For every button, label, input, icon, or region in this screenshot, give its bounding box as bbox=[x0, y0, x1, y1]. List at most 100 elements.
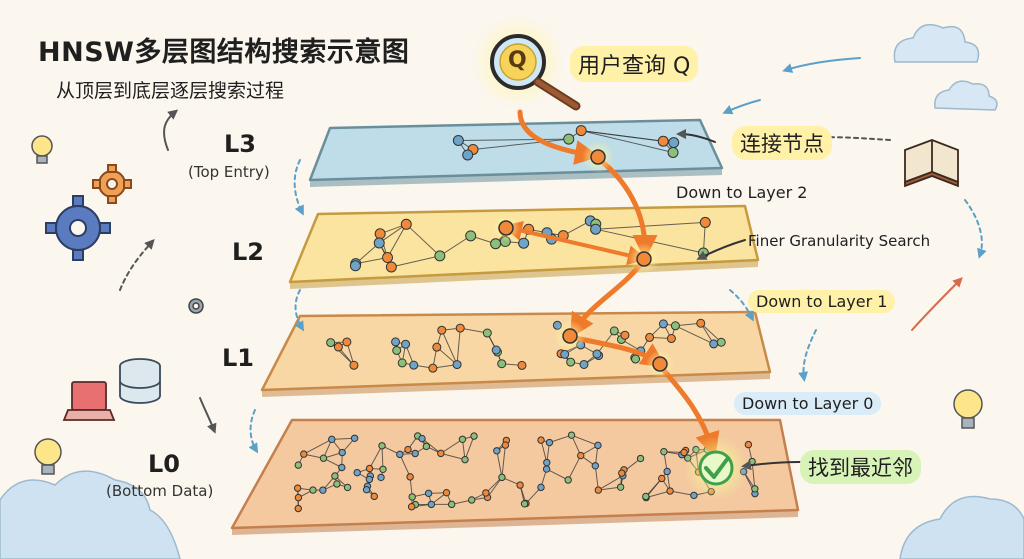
path-nodes bbox=[492, 141, 674, 378]
graph-edge bbox=[381, 445, 384, 470]
graph-node bbox=[666, 487, 674, 495]
graph-node bbox=[657, 135, 669, 147]
graph-node bbox=[542, 465, 551, 473]
down-layer1-label: Down to Layer 1 bbox=[748, 290, 896, 313]
graph-node bbox=[319, 454, 328, 462]
graph-node bbox=[744, 440, 753, 449]
graph-node bbox=[382, 252, 394, 264]
graph-edge bbox=[387, 223, 407, 259]
graph-node bbox=[467, 496, 476, 504]
graph-edge bbox=[597, 486, 622, 491]
laptop-icon bbox=[62, 381, 116, 421]
down-layer0-label: Down to Layer 0 bbox=[734, 392, 882, 415]
database-icon bbox=[119, 358, 161, 404]
graph-node bbox=[616, 483, 625, 491]
graph-node bbox=[690, 491, 698, 500]
graph-node bbox=[370, 492, 378, 501]
graph-edge bbox=[751, 461, 756, 490]
graph-node bbox=[428, 363, 438, 373]
graph-edge bbox=[331, 437, 356, 440]
graph-edge bbox=[464, 435, 475, 461]
graph-node bbox=[545, 438, 554, 447]
graph-node bbox=[333, 342, 343, 352]
graph-node bbox=[326, 338, 336, 348]
finer-search-label: Finer Granularity Search bbox=[748, 232, 931, 250]
graph-node bbox=[642, 492, 650, 501]
graph-node bbox=[465, 230, 477, 242]
graph-node bbox=[645, 332, 655, 342]
graph-edge bbox=[405, 223, 441, 257]
graph-edge bbox=[669, 490, 695, 496]
graph-node bbox=[577, 451, 585, 460]
layer-label-l0: L0 bbox=[148, 450, 180, 478]
graph-node bbox=[716, 337, 726, 347]
layer-edge-l0 bbox=[232, 510, 798, 535]
graph-node bbox=[493, 447, 501, 455]
graph-node bbox=[709, 339, 719, 349]
graph-node bbox=[411, 449, 419, 458]
graph-node bbox=[294, 504, 302, 513]
graph-node bbox=[620, 330, 630, 340]
graph-node bbox=[590, 223, 602, 235]
graph-node bbox=[400, 218, 412, 230]
graph-edge bbox=[440, 452, 466, 461]
graph-node bbox=[377, 473, 385, 482]
graph-node bbox=[401, 339, 411, 349]
graph-node bbox=[333, 480, 341, 488]
layer-edge-l3 bbox=[310, 168, 722, 187]
gear-icon bbox=[45, 195, 111, 261]
graph-edge bbox=[571, 434, 599, 446]
graph-node bbox=[579, 359, 589, 369]
graph-node bbox=[670, 321, 680, 331]
graph-node bbox=[564, 476, 572, 484]
graph-edge bbox=[546, 468, 569, 481]
graph-node bbox=[338, 448, 346, 457]
graph-node bbox=[418, 434, 426, 443]
down-layer2-label: Down to Layer 2 bbox=[676, 183, 808, 202]
graph-node bbox=[618, 469, 626, 477]
graph-node bbox=[407, 503, 416, 511]
graph-edge bbox=[700, 322, 722, 343]
graph-node bbox=[482, 489, 490, 497]
graph-node bbox=[462, 149, 474, 161]
graph-node bbox=[658, 319, 668, 329]
graph-node bbox=[424, 489, 433, 498]
graph-node bbox=[452, 360, 462, 370]
layer-caption-l3: (Top Entry) bbox=[188, 163, 270, 181]
graph-node bbox=[609, 326, 619, 336]
graph-node bbox=[349, 260, 361, 272]
graph-node bbox=[498, 473, 506, 482]
graph-node bbox=[379, 465, 387, 473]
graph-node bbox=[663, 467, 671, 476]
graph-edge bbox=[548, 434, 573, 444]
graph-node bbox=[408, 493, 416, 501]
page-title: HNSW多层图结构搜索示意图 bbox=[38, 37, 410, 68]
magnifier-icon bbox=[472, 16, 581, 111]
lightbulb-icon bbox=[34, 438, 62, 475]
graph-node bbox=[594, 486, 603, 494]
graph-node bbox=[434, 250, 446, 262]
page-subtitle: 从顶层到底层逐层搜索过程 bbox=[56, 80, 285, 102]
cloud-icon bbox=[899, 495, 1024, 559]
graph-edge bbox=[456, 327, 461, 366]
graph-node bbox=[461, 455, 469, 464]
graph-node bbox=[501, 441, 510, 449]
graph-node bbox=[517, 360, 527, 370]
graph-node bbox=[365, 464, 374, 473]
graph-node bbox=[294, 493, 303, 502]
graph-edge bbox=[645, 477, 663, 497]
graph-edge bbox=[501, 444, 506, 478]
graph-node bbox=[537, 483, 545, 492]
graph-node bbox=[470, 432, 478, 440]
graph-edge bbox=[567, 455, 582, 481]
graph-node bbox=[319, 486, 327, 494]
graph-edge bbox=[303, 438, 333, 455]
graph-edge bbox=[580, 130, 674, 153]
book-icon bbox=[904, 139, 959, 188]
cloud-icon bbox=[934, 80, 998, 111]
graph-node bbox=[342, 337, 352, 347]
graph-node bbox=[497, 359, 507, 369]
graph-edge bbox=[399, 453, 411, 478]
graph-node bbox=[385, 261, 397, 273]
